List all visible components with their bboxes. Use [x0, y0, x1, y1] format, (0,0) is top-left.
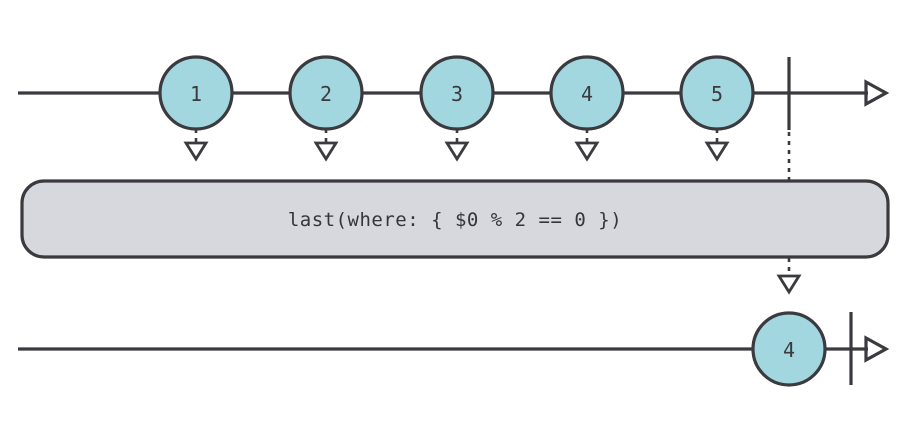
- result-timeline: [18, 312, 890, 385]
- emit-markers: [183, 129, 730, 162]
- marble-label: 5: [711, 82, 723, 106]
- emit-marker-3: [444, 129, 470, 162]
- emit-arrow-icon: [704, 141, 730, 162]
- marble-1[interactable]: 1: [158, 55, 234, 131]
- completion-flow: [776, 132, 802, 295]
- marble-4[interactable]: 4: [549, 55, 625, 131]
- marble-label: 3: [451, 82, 463, 106]
- source-timeline-arrowhead: [864, 79, 890, 107]
- emit-arrow-icon: [574, 141, 600, 162]
- marble-3[interactable]: 3: [419, 55, 495, 131]
- emit-marker-1: [183, 129, 209, 162]
- emit-arrow-icon: [444, 141, 470, 162]
- completion-arrow-icon: [776, 274, 802, 295]
- marble-label: 4: [581, 82, 593, 106]
- marble-label: 4: [783, 338, 795, 362]
- marble-circle[interactable]: [751, 311, 827, 387]
- marble-2[interactable]: 2: [288, 55, 364, 131]
- emit-arrow-icon: [313, 141, 339, 162]
- result-timeline-arrowhead: [864, 335, 890, 363]
- source-marbles: 1 2 3 4 5: [158, 55, 755, 131]
- operator-box[interactable]: last(where: { $0 % 2 == 0 }): [20, 179, 890, 259]
- result-marble-4[interactable]: 4: [751, 311, 827, 387]
- marble-label: 2: [320, 82, 332, 106]
- emit-arrow-icon: [183, 141, 209, 162]
- operator-code-label: last(where: { $0 % 2 == 0 }): [288, 209, 622, 231]
- result-marbles: 4: [751, 311, 827, 387]
- marble-5[interactable]: 5: [679, 55, 755, 131]
- emit-marker-2: [313, 129, 339, 162]
- operator-box-rect[interactable]: [20, 179, 890, 259]
- marble-label: 1: [190, 82, 202, 106]
- emit-marker-5: [704, 129, 730, 162]
- emit-marker-4: [574, 129, 600, 162]
